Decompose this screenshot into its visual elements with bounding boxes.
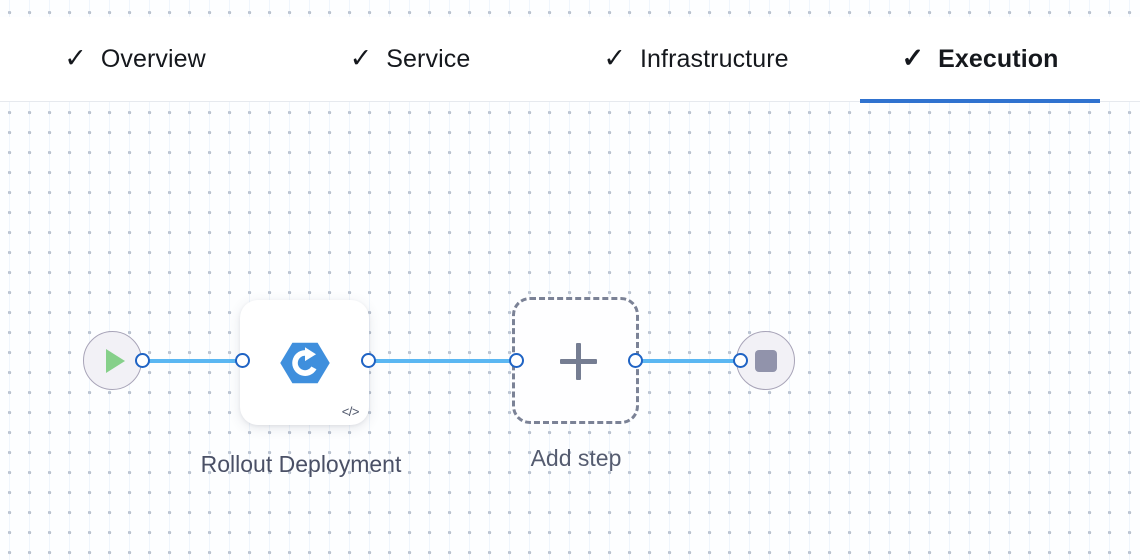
tab-overview-label: Overview (100, 45, 206, 73)
start-node[interactable] (83, 331, 142, 390)
tab-execution[interactable]: ✓ Execution (860, 17, 1100, 103)
wizard-tab-bar: ✓ Overview ✓ Service ✓ Infrastructure ✓ … (0, 17, 1140, 103)
tab-execution-label: Execution (938, 45, 1059, 73)
stop-icon (754, 349, 777, 372)
edge-step-to-addstep[interactable] (366, 359, 518, 363)
handle-addstep-output[interactable] (628, 353, 643, 368)
rollout-deployment-icon (240, 336, 369, 390)
handle-step-output[interactable] (361, 353, 376, 368)
add-step-label: Add step (530, 445, 622, 471)
handle-step-input[interactable] (235, 353, 250, 368)
handle-addstep-input[interactable] (509, 353, 524, 368)
tab-overview[interactable]: ✓ Overview (22, 17, 248, 102)
handle-end-input[interactable] (733, 353, 748, 368)
code-icon[interactable]: </> (341, 404, 360, 419)
tab-active-underline (860, 99, 1100, 103)
check-icon: ✓ (349, 42, 373, 73)
step-node-rollout-deployment[interactable]: </> (240, 300, 369, 425)
tab-service-label: Service (386, 45, 471, 73)
tab-infrastructure-label: Infrastructure (639, 45, 789, 73)
play-icon (106, 348, 125, 373)
check-icon: ✓ (901, 42, 925, 73)
step-node-label: Rollout Deployment (200, 451, 402, 477)
tab-service[interactable]: ✓ Service (315, 17, 505, 102)
plus-icon-vertical (576, 343, 581, 380)
tab-infrastructure[interactable]: ✓ Infrastructure (565, 17, 827, 102)
check-icon: ✓ (64, 42, 87, 73)
handle-start-output[interactable] (135, 353, 150, 368)
check-icon: ✓ (603, 42, 626, 73)
add-step-node[interactable] (512, 297, 639, 424)
edge-addstep-to-end[interactable] (634, 359, 740, 363)
edge-start-to-step[interactable] (140, 359, 243, 363)
